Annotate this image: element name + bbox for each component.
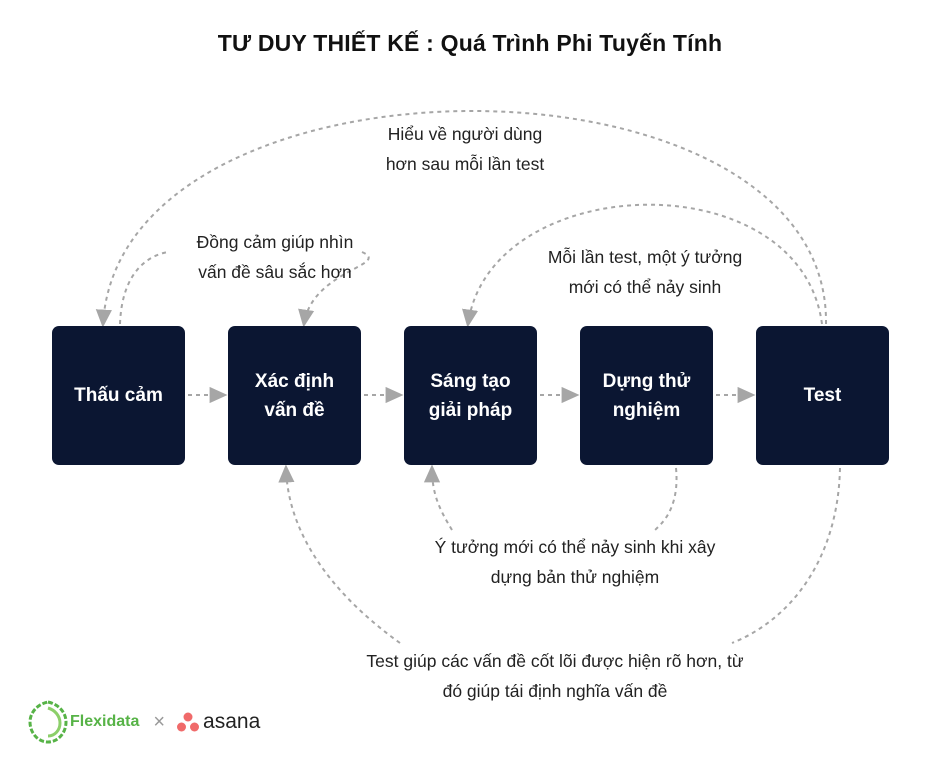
- note-empathy: Đồng cảm giúp nhìn vấn đề sâu sắc hơn: [196, 232, 354, 282]
- footer-logos: Flexidata × asana: [28, 700, 260, 744]
- loop-prototype-to-ideate-end: [423, 464, 453, 531]
- logo-separator: ×: [153, 710, 166, 733]
- stage-test: Test: [756, 326, 889, 465]
- loop-test-to-ideate: [462, 203, 823, 328]
- stage-prototype: Dựng thử nghiệm: [580, 326, 713, 465]
- loop-prototype-to-ideate: [654, 467, 678, 531]
- note-understand-users: Hiểu về người dùng hơn sau mỗi lần test: [385, 124, 545, 174]
- note-new-idea-test: Mỗi lần test, một ý tưởng mới có thể nảy…: [547, 247, 743, 297]
- loop-test-to-define-end: [278, 464, 401, 644]
- asana-wordmark: asana: [203, 710, 261, 733]
- note-test-redefine: Test giúp các vấn đề cốt lõi được hiện r…: [366, 651, 744, 701]
- stage-define: Xác định vấn đề: [228, 326, 361, 465]
- asana-logo-icon: [177, 712, 200, 732]
- loop-empathize-to-define-end: [298, 251, 370, 328]
- loop-empathize-to-define: [119, 251, 169, 325]
- diagram-title: TƯ DUY THIẾT KẾ : Quá Trình Phi Tuyến Tí…: [217, 30, 723, 56]
- loop-test-to-empathize: [95, 110, 828, 328]
- stage-ideate: Sáng tạo giải pháp: [404, 326, 537, 465]
- stage-empathize: Thấu cảm: [52, 326, 185, 465]
- loop-test-to-define: [731, 467, 841, 644]
- flexidata-logo-icon: [28, 700, 68, 744]
- flexidata-wordmark: Flexidata: [70, 713, 140, 730]
- note-prototype-idea: Ý tưởng mới có thể nảy sinh khi xây dựng…: [434, 537, 716, 587]
